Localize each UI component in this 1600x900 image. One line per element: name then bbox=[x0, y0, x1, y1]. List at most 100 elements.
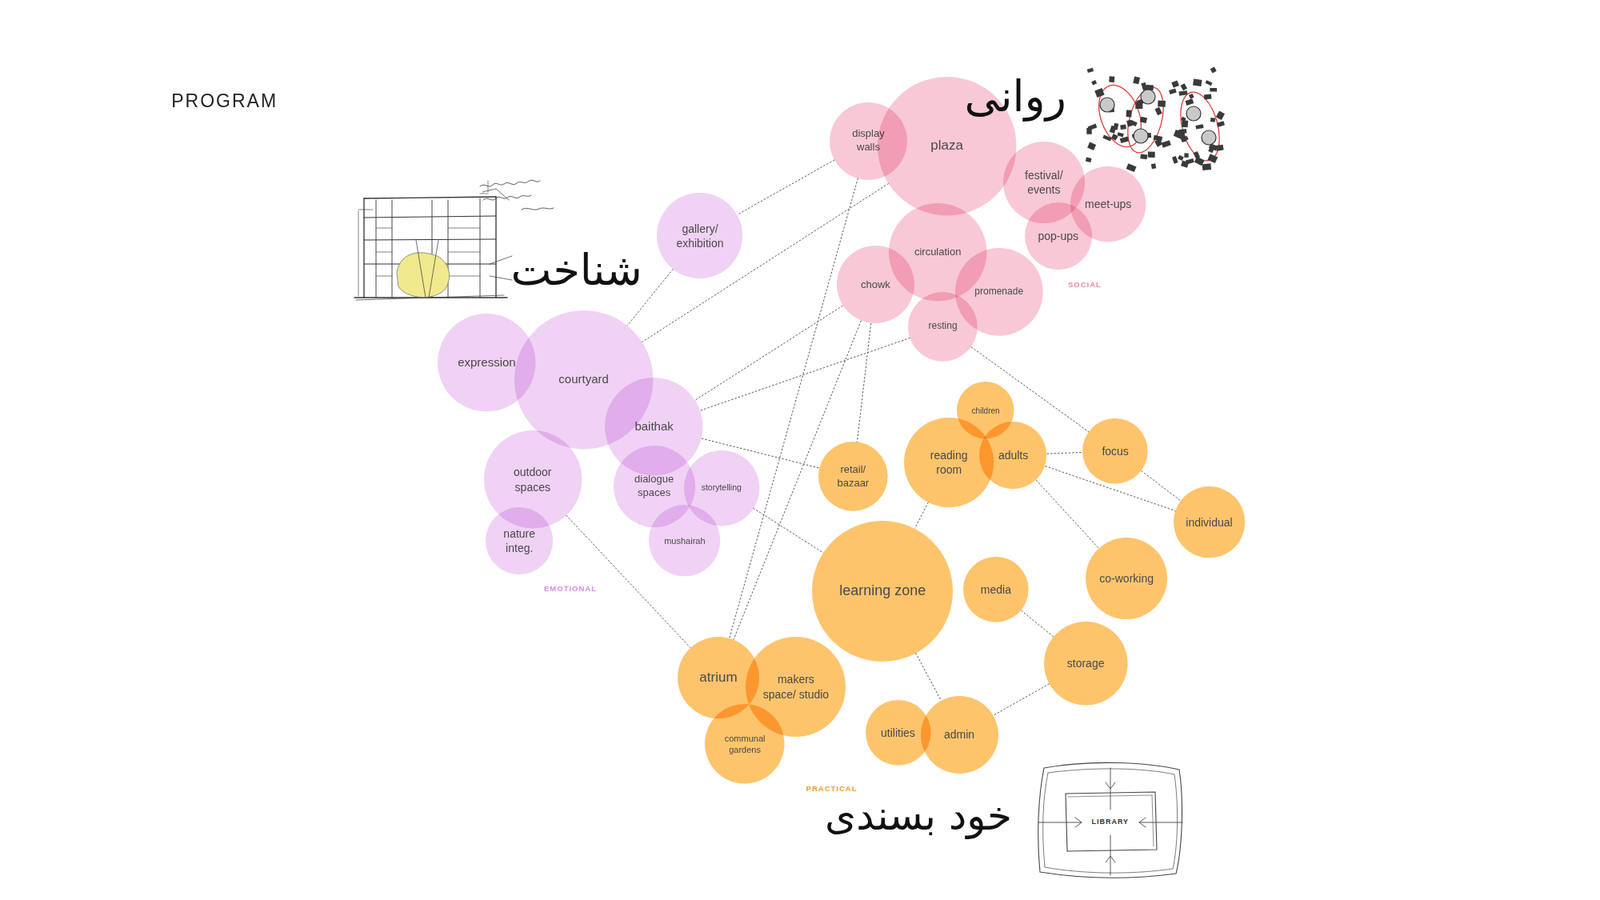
bubble-text-box: expression bbox=[449, 354, 524, 371]
bubble-label: nature integ. bbox=[495, 526, 544, 556]
dotted-connector bbox=[1020, 610, 1053, 637]
bubble-label: admin bbox=[930, 727, 989, 742]
bubble-label: outdoor spaces bbox=[503, 464, 562, 494]
bubble-text-box: promenade bbox=[966, 285, 1032, 299]
bubble-fill bbox=[836, 245, 915, 324]
library-sketch bbox=[1038, 762, 1183, 878]
bubble-text-box: plaza bbox=[896, 136, 998, 155]
bubble-fill bbox=[656, 192, 743, 279]
bubble-label: focus bbox=[1091, 444, 1140, 459]
bubble-fill bbox=[818, 441, 888, 512]
program-bubble: adults bbox=[979, 421, 1047, 489]
bubble-label: resting bbox=[916, 320, 969, 333]
bubble-text-box: resting bbox=[916, 320, 969, 333]
bubble-fill bbox=[1082, 418, 1148, 484]
bubble-text-box: admin bbox=[930, 727, 989, 742]
bubble-shape bbox=[704, 704, 784, 784]
bubble-label: co-working bbox=[1093, 571, 1160, 586]
bubble-fill bbox=[485, 507, 553, 575]
bubble-label: atrium bbox=[688, 668, 750, 687]
dotted-connector bbox=[1036, 480, 1100, 549]
bubble-fill bbox=[812, 520, 953, 662]
bubble-text-box: outdoor spaces bbox=[503, 464, 562, 494]
bubble-text-box: nature integ. bbox=[495, 526, 544, 556]
bubble-fill bbox=[704, 704, 784, 784]
page-title: PROGRAM bbox=[171, 90, 278, 112]
bubble-text-box: makers space/ studio bbox=[762, 672, 830, 701]
program-bubble: co-working bbox=[1085, 537, 1168, 620]
bubble-fill bbox=[908, 292, 978, 362]
bubble-label: baithak bbox=[618, 418, 690, 435]
group-label: EMOTIONAL bbox=[544, 584, 597, 594]
program-bubble: gallery/ exhibition bbox=[656, 192, 743, 279]
sketch-label: LIBRARY bbox=[1088, 816, 1132, 828]
bubble-fill bbox=[1173, 486, 1245, 558]
bubble-text-box: adults bbox=[988, 448, 1039, 463]
bubble-label: reading room bbox=[924, 448, 974, 477]
bubble-fill bbox=[1044, 621, 1128, 706]
bubble-fill bbox=[1024, 202, 1092, 270]
bubble-label: adults bbox=[988, 448, 1039, 463]
bubble-text-box: storage bbox=[1054, 656, 1117, 671]
bubble-shape bbox=[485, 507, 553, 575]
bubble-label: pop-ups bbox=[1032, 228, 1084, 244]
program-bubble: focus bbox=[1082, 418, 1148, 484]
program-bubble: nature integ. bbox=[485, 507, 553, 575]
dotted-connector bbox=[737, 160, 836, 216]
program-bubble: communal gardens bbox=[704, 704, 784, 784]
bubble-label: chowk bbox=[847, 277, 904, 292]
bubble-text-box: dialogue spaces bbox=[624, 473, 684, 501]
bubble-text-box: gallery/ exhibition bbox=[668, 220, 732, 250]
bubble-label: plaza bbox=[896, 136, 998, 155]
bubble-label: storytelling bbox=[692, 482, 751, 494]
bubble-label: promenade bbox=[966, 285, 1032, 299]
bubble-text-box: co-working bbox=[1093, 571, 1160, 586]
program-bubble: admin bbox=[920, 696, 999, 774]
cluster-sketch bbox=[1085, 66, 1227, 172]
group-label: PRACTICAL bbox=[806, 784, 858, 794]
concept-heading: روانی bbox=[964, 68, 1067, 125]
bubble-text-box: atrium bbox=[688, 668, 750, 687]
bubble-fill bbox=[648, 504, 720, 576]
dotted-connector bbox=[1047, 452, 1084, 454]
bubble-text-box: learning zone bbox=[829, 581, 936, 600]
dotted-connector bbox=[753, 508, 824, 553]
program-bubble: storage bbox=[1044, 621, 1128, 706]
bubble-text-box: retail/ bazaar bbox=[828, 463, 879, 491]
bubble-text-box: reading room bbox=[924, 448, 974, 477]
program-bubble: retail/ bazaar bbox=[818, 441, 888, 512]
bubble-label: media bbox=[971, 582, 1020, 597]
bubble-text-box: storytelling bbox=[692, 482, 751, 494]
bubble-shape bbox=[656, 192, 743, 279]
bubble-label: expression bbox=[449, 354, 524, 371]
program-bubble: learning zone bbox=[812, 520, 953, 662]
bubble-label: retail/ bazaar bbox=[828, 463, 879, 491]
bubble-text-box: chowk bbox=[847, 277, 904, 292]
dotted-connector bbox=[915, 502, 929, 529]
bubble-text-box: meet-ups bbox=[1080, 196, 1136, 212]
dotted-connector bbox=[1141, 470, 1181, 501]
bubble-text-box: courtyard bbox=[533, 372, 635, 388]
dotted-connector bbox=[700, 337, 910, 411]
bubble-label: storage bbox=[1054, 656, 1117, 671]
bubble-label: makers space/ studio bbox=[762, 672, 830, 701]
bubble-label: gallery/ exhibition bbox=[668, 220, 732, 250]
group-label: SOCIAL bbox=[1068, 280, 1102, 290]
bubble-label: learning zone bbox=[829, 581, 936, 600]
bubble-fill bbox=[963, 556, 1029, 623]
bubble-text-box: media bbox=[971, 582, 1020, 597]
program-bubble: mushairah bbox=[648, 504, 720, 576]
dotted-connector bbox=[992, 684, 1049, 716]
bubble-text-box: circulation bbox=[902, 245, 974, 260]
bubble-text-box: festival/ events bbox=[1014, 168, 1074, 197]
concept-heading: شناخت bbox=[510, 242, 642, 299]
dotted-connector bbox=[856, 323, 871, 443]
program-bubble: chowk bbox=[836, 245, 915, 324]
bubble-text-box: pop-ups bbox=[1032, 228, 1084, 244]
bubble-label: communal gardens bbox=[716, 732, 774, 756]
bubble-fill bbox=[1085, 537, 1168, 620]
bubble-label: individual bbox=[1180, 515, 1238, 530]
